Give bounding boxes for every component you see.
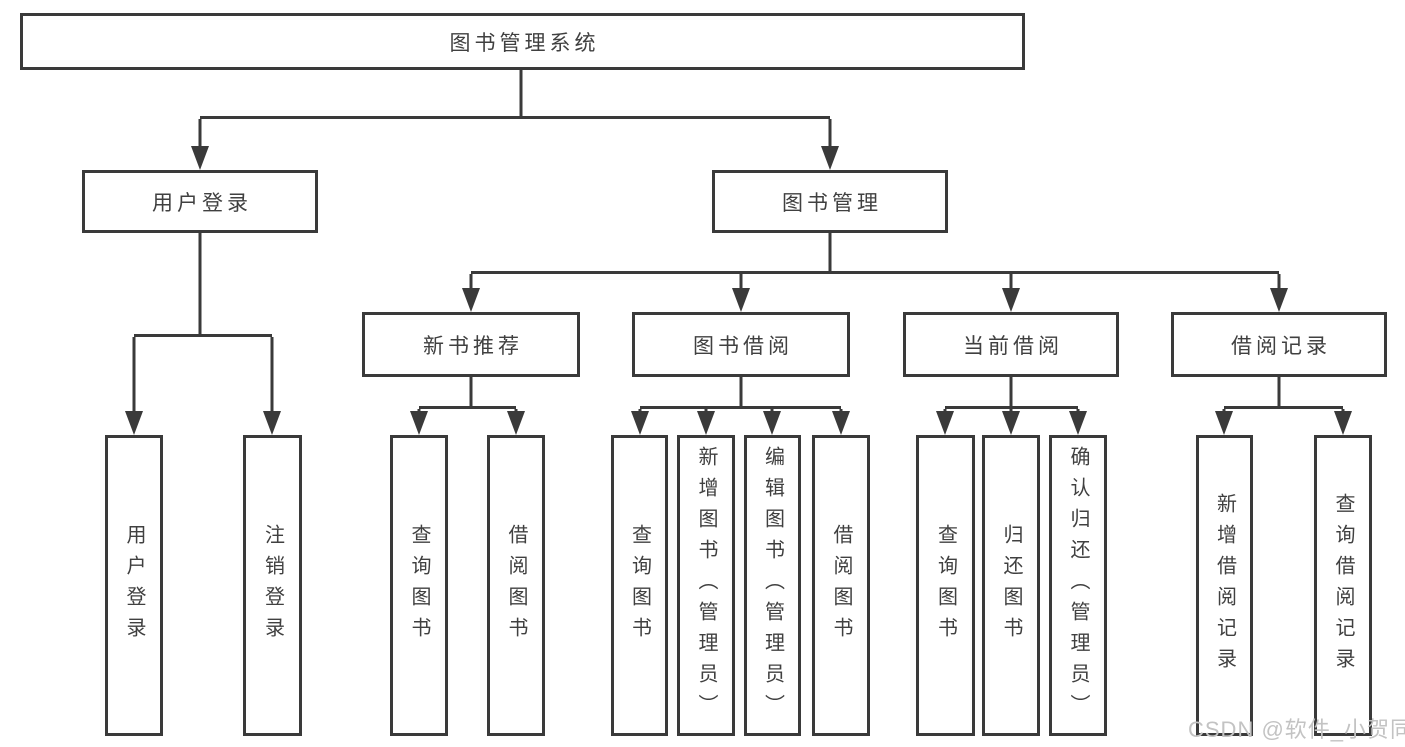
node-borrow-records: 借阅记录 (1171, 312, 1387, 377)
node-root-system: 图书管理系统 (20, 13, 1025, 70)
arrowheads (125, 146, 1352, 435)
node-label: 编辑图书（管理员） (761, 446, 784, 725)
node-label: 新增借阅记录 (1213, 492, 1236, 679)
node-label: 查询图书 (628, 523, 651, 648)
node-user-login: 用户登录 (82, 170, 318, 233)
node-label: 用户登录 (123, 523, 145, 648)
node-book-borrow: 图书借阅 (632, 312, 850, 377)
node-label: 查询借阅记录 (1332, 492, 1354, 679)
node-book-management: 图书管理 (712, 170, 948, 233)
node-label: 新增图书（管理员） (695, 446, 717, 725)
node-leaf-logout: 注销登录 (243, 435, 302, 736)
node-leaf-query-books-current: 查询图书 (916, 435, 975, 736)
node-leaf-borrow-books: 借阅图书 (812, 435, 870, 736)
node-new-book-recommend: 新书推荐 (362, 312, 580, 377)
node-label: 图书管理 (782, 191, 882, 215)
node-leaf-borrow-books-recommend: 借阅图书 (487, 435, 545, 736)
node-label: 当前借阅 (963, 334, 1063, 358)
node-current-borrow: 当前借阅 (903, 312, 1119, 377)
node-label: 用户登录 (152, 191, 252, 215)
node-leaf-edit-book-admin: 编辑图书（管理员） (744, 435, 801, 736)
node-label: 借阅图书 (505, 523, 527, 648)
node-label: 查询图书 (408, 523, 430, 648)
node-label: 新书推荐 (423, 334, 523, 358)
node-leaf-query-borrow-record: 查询借阅记录 (1314, 435, 1372, 736)
node-label: 借阅记录 (1231, 334, 1331, 358)
node-leaf-return-books: 归还图书 (982, 435, 1040, 736)
node-leaf-confirm-return-admin: 确认归还（管理员） (1049, 435, 1107, 736)
node-label: 查询图书 (934, 523, 957, 648)
node-label: 借阅图书 (830, 523, 852, 648)
node-leaf-query-books-borrow: 查询图书 (611, 435, 668, 736)
node-leaf-add-borrow-record: 新增借阅记录 (1196, 435, 1253, 736)
node-label: 归还图书 (1000, 523, 1022, 648)
csdn-watermark: CSDN @软件_小贺同学 (1188, 717, 1405, 742)
node-leaf-add-book-admin: 新增图书（管理员） (677, 435, 735, 736)
node-label: 确认归还（管理员） (1067, 446, 1089, 725)
node-label: 注销登录 (261, 523, 284, 648)
node-leaf-query-books-recommend: 查询图书 (390, 435, 448, 736)
node-leaf-user-login: 用户登录 (105, 435, 163, 736)
node-label: 图书管理系统 (449, 31, 600, 55)
node-label: 图书借阅 (693, 334, 793, 358)
